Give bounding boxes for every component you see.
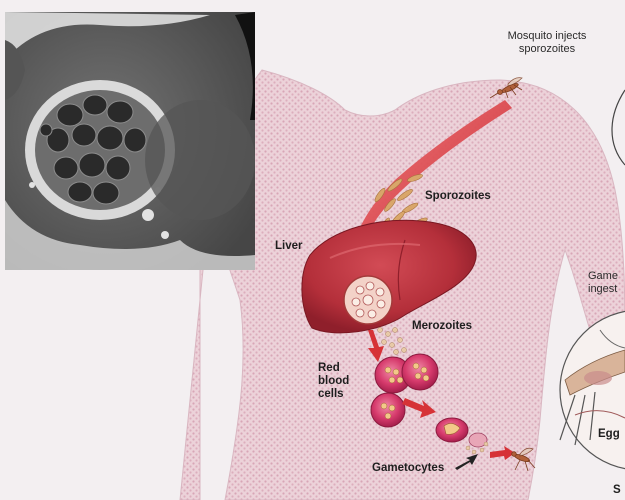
s-label-partial: S	[613, 484, 621, 497]
liver-cell	[344, 276, 392, 324]
electron-micrograph	[5, 12, 255, 270]
red-blood-cells-label: Red blood cells	[318, 362, 349, 401]
gametocytes-label: Gametocytes	[372, 462, 444, 475]
merozoites-label: Merozoites	[412, 320, 472, 333]
gametocytes-ingested-label-partial: Game ingest	[588, 270, 618, 296]
liver-label: Liver	[275, 240, 303, 253]
mosquito-injects-label: Mosquito injects sporozoites	[497, 30, 597, 56]
sporozoites-label: Sporozoites	[425, 190, 491, 203]
eggs-label-partial: Egg	[598, 428, 620, 441]
